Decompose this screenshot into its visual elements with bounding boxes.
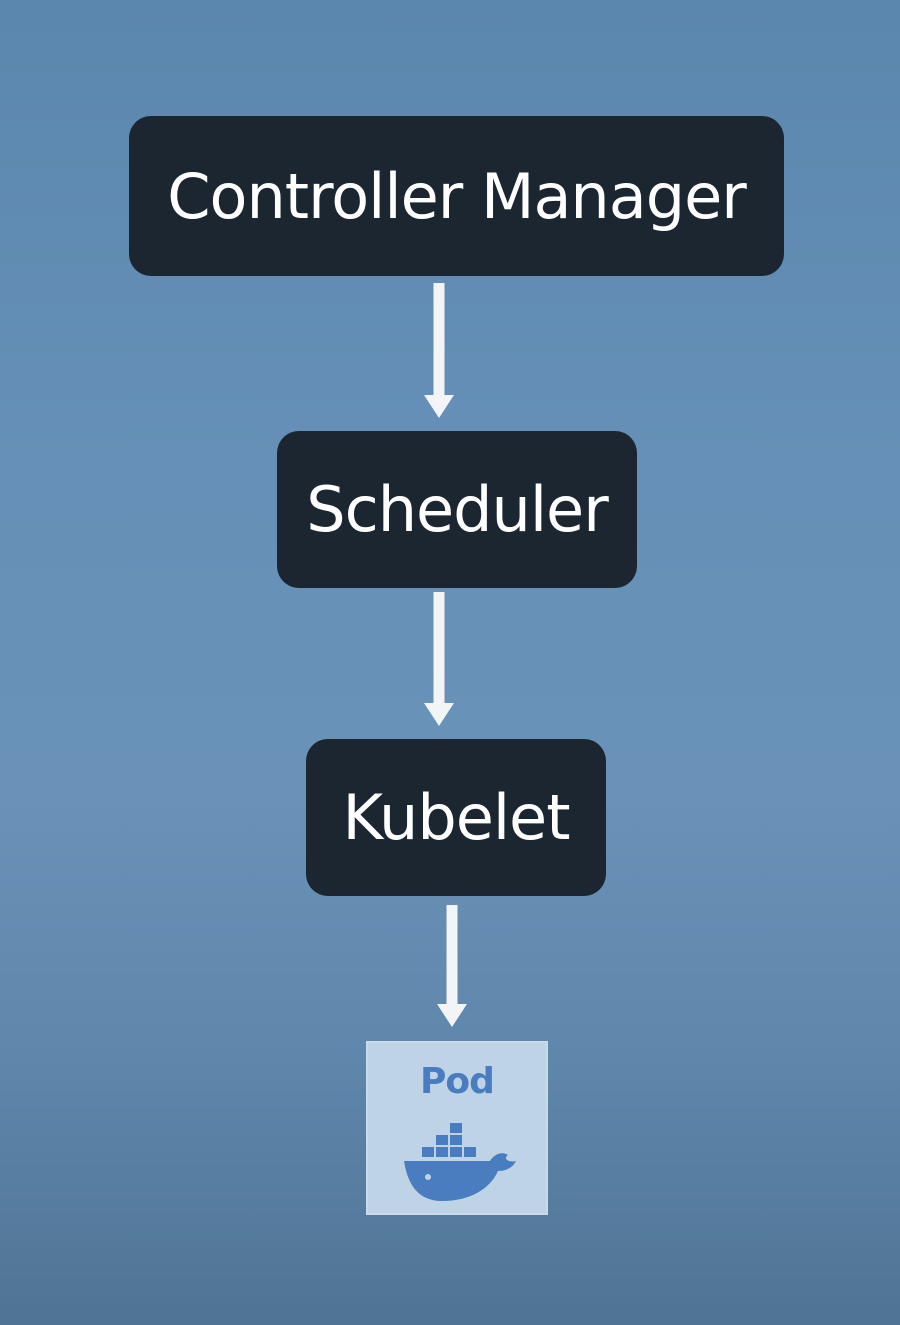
docker-whale-icon — [404, 1123, 516, 1201]
node-kubelet-label: Kubelet — [342, 781, 570, 854]
pod-label: Pod — [420, 1061, 495, 1102]
arrow-scheduler-to-kubelet — [424, 592, 454, 726]
node-scheduler: Scheduler — [277, 431, 637, 588]
node-controller-manager-label: Controller Manager — [167, 159, 746, 233]
arrow-controller-to-scheduler — [424, 283, 454, 418]
node-controller-manager: Controller Manager — [129, 116, 784, 276]
node-scheduler-label: Scheduler — [306, 473, 608, 546]
node-kubelet: Kubelet — [306, 739, 606, 896]
arrow-kubelet-to-pod — [437, 905, 467, 1027]
pod-card: Pod — [366, 1041, 548, 1215]
